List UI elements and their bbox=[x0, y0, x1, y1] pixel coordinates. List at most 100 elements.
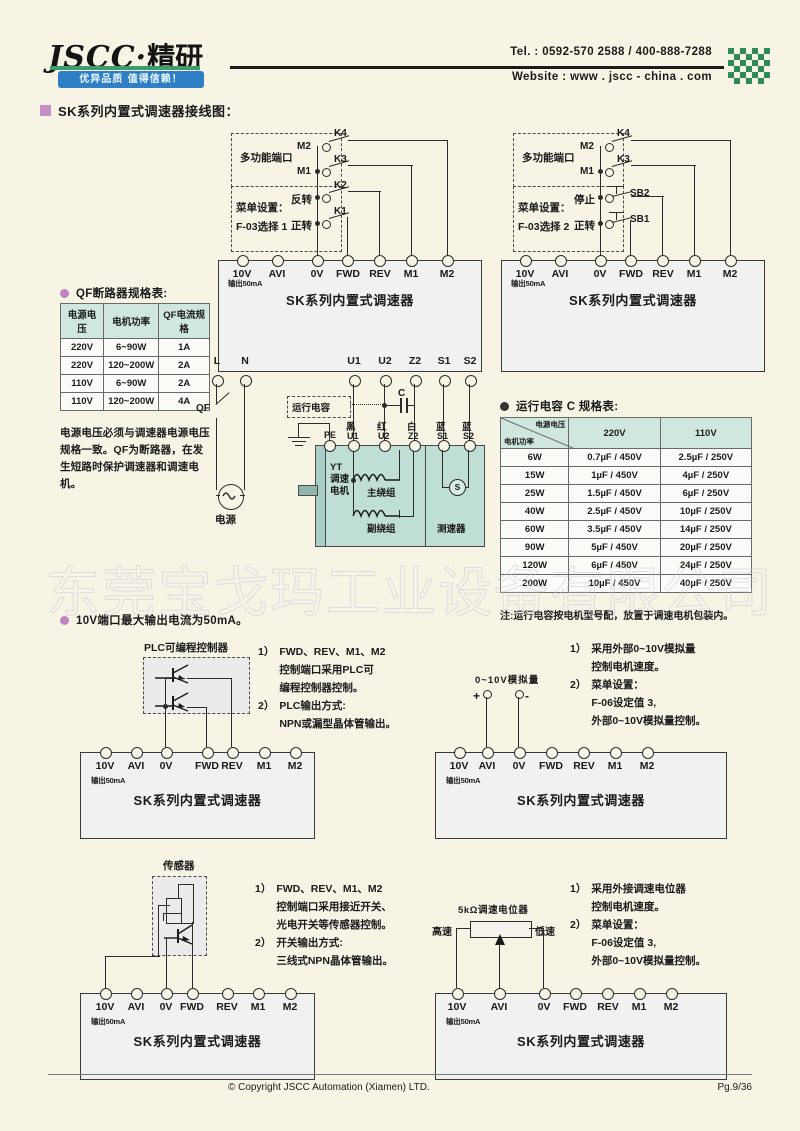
cap-cell: 10µF / 450V bbox=[568, 574, 661, 593]
analog-term-fwd: FWD bbox=[539, 760, 563, 772]
d1-term-10v: 10V bbox=[232, 268, 252, 280]
d1-menu-label: 菜单设置： bbox=[236, 202, 289, 214]
d2-wire-sb1-v bbox=[630, 221, 632, 255]
d2-pin-0v bbox=[595, 255, 607, 267]
analog-term-rev: REV bbox=[573, 760, 595, 772]
cap-cell: 15W bbox=[499, 466, 570, 485]
table-row: 220V 6~90W 1A bbox=[59, 338, 210, 357]
m-in-u2b bbox=[399, 510, 401, 518]
plc-pin-m2 bbox=[290, 747, 302, 759]
d2-drive-unit: SK系列内置式调速器 输出50mA bbox=[501, 260, 765, 372]
m-pin-l bbox=[212, 375, 224, 387]
power-voltage-note: 电源电压必须与调速器电源电压规格一致。QF为断路器，在发生短路时保护调速器和调速… bbox=[60, 427, 210, 490]
m-src-wire-n bbox=[240, 495, 245, 497]
d1-menu-value: F-03选择 1 bbox=[236, 221, 288, 233]
plc-term-rev: REV bbox=[221, 760, 243, 772]
cap-cell: 24µF / 250V bbox=[659, 556, 753, 575]
cap-plate-right bbox=[406, 398, 408, 413]
d2-sw-k3-ring bbox=[605, 168, 614, 177]
sensor-body2-icon bbox=[166, 898, 182, 924]
sensor-wire-10v-v bbox=[158, 905, 160, 957]
d2-pin-fwd bbox=[625, 255, 637, 267]
list-item: 2）PLC输出方式:NPN或漏型晶体管输出。 bbox=[258, 697, 433, 733]
d1-term-0v: 0V bbox=[310, 268, 324, 280]
m-qf-arm bbox=[215, 392, 230, 406]
qf-breaker-table: 电源电压 电机功率 QF电流规格 220V 6~90W 1A 220V 120~… bbox=[59, 303, 210, 411]
sensor-wire-fwd bbox=[192, 922, 194, 988]
plc-box-label: PLC可编程控制器 bbox=[144, 642, 228, 654]
sensor-term-avi: AVI bbox=[127, 1001, 145, 1013]
sensor-item2-l1: 开关输出方式: bbox=[276, 937, 343, 949]
cap-symbol-label: C bbox=[398, 388, 406, 399]
plc-term-m1: M1 bbox=[256, 760, 272, 772]
d1-pin-avi bbox=[272, 255, 284, 267]
pot-term-10v: 10V bbox=[447, 1001, 467, 1013]
cap-cell: 6µF / 450V bbox=[568, 556, 661, 575]
d2-node-k3 bbox=[598, 169, 603, 174]
pot-pin-rev bbox=[602, 988, 614, 1000]
plc-pin-fwd bbox=[202, 747, 214, 759]
qf-table-title-row: QF断路器规格表: bbox=[60, 285, 168, 301]
sensor-output-note: 输出50mA bbox=[91, 1017, 126, 1026]
pot-term-avi: AVI bbox=[490, 1001, 508, 1013]
m-in-u1 bbox=[353, 450, 355, 480]
analog-item1-l1: 采用外部0~10V模拟量 bbox=[591, 643, 696, 655]
m-color-blue2: 蓝 bbox=[462, 422, 472, 433]
d2-pin-avi bbox=[555, 255, 567, 267]
analog-item1-num: 1） bbox=[570, 643, 587, 655]
cap-col-110v: 110V bbox=[659, 417, 753, 449]
pot-label: 5kΩ调速电位器 bbox=[458, 905, 529, 916]
cap-cell: 25W bbox=[499, 484, 570, 503]
analog-pin-fwd bbox=[546, 747, 558, 759]
d1-sw-k3-ring bbox=[322, 168, 331, 177]
plc-base-h1 bbox=[165, 678, 185, 680]
cap-bullet-icon bbox=[500, 401, 509, 411]
pot-drive-title: SK系列内置式调速器 bbox=[516, 1034, 646, 1049]
m-wire-l-bottom bbox=[216, 418, 218, 490]
cap-plate-left bbox=[400, 398, 402, 413]
analog-item2-l2: F-06设定值 3, bbox=[591, 697, 657, 709]
d1-wire-k4-h bbox=[348, 140, 448, 142]
t-wire-s1 bbox=[442, 450, 444, 487]
m-pin-s2-motor bbox=[464, 440, 476, 452]
plc-pin-avi bbox=[131, 747, 143, 759]
plc-pin-10v bbox=[100, 747, 112, 759]
cap-lead-right bbox=[408, 405, 415, 407]
table-row: 110V 120~200W 4A bbox=[59, 392, 210, 411]
m-node-u1 bbox=[351, 478, 356, 483]
header-website: Website : www . jscc - china . com bbox=[512, 71, 712, 83]
d1-wire-k2-v bbox=[379, 191, 381, 255]
pot-pin-avi bbox=[494, 988, 506, 1000]
tacho-block bbox=[425, 445, 485, 547]
pot-term-fwd: FWD bbox=[563, 1001, 587, 1013]
analog-output-note: 输出50mA bbox=[446, 776, 481, 785]
sensor-wire-a bbox=[163, 913, 165, 921]
d1-pin-10v bbox=[237, 255, 249, 267]
d2-term-rev: REV bbox=[652, 268, 674, 280]
plc-item1-l2: 控制端口采用PLC可 bbox=[279, 664, 374, 676]
d1-term-m1: M1 bbox=[403, 268, 419, 280]
analog-wire-0v bbox=[518, 697, 520, 747]
m-pin-n bbox=[240, 375, 252, 387]
qf-table-title: QF断路器规格表: bbox=[76, 288, 168, 300]
d2-switch-k3: K3 bbox=[617, 154, 630, 165]
motor-shaft bbox=[298, 485, 318, 496]
plc-wire-rev bbox=[231, 678, 233, 747]
pot-item2-l3: 外部0~10V模拟量控制。 bbox=[591, 955, 706, 967]
sensor-wire-b bbox=[163, 913, 181, 915]
m-term-s2: S2 bbox=[463, 355, 477, 367]
d2-drive-title: SK系列内置式调速器 bbox=[568, 293, 698, 308]
section-bullet-icon bbox=[40, 105, 51, 116]
m-pin-u2 bbox=[380, 375, 392, 387]
pot-wiper-arrow-icon bbox=[495, 934, 505, 945]
sensor-item1-l2: 控制端口采用接近开关、 bbox=[276, 901, 392, 913]
d1-multifunction-label: 多功能端口 bbox=[240, 152, 293, 164]
cap-cell: 5µF / 450V bbox=[568, 538, 661, 557]
d2-pin-rev bbox=[657, 255, 669, 267]
cap-header-row: 电源电压 电机功率 220V 110V bbox=[499, 417, 753, 449]
qf-cell: 2A bbox=[158, 374, 210, 393]
pot-notes-list: 1）采用外接调速电位器控制电机速度。 2）菜单设置：F-06设定值 3,外部0~… bbox=[570, 880, 760, 970]
